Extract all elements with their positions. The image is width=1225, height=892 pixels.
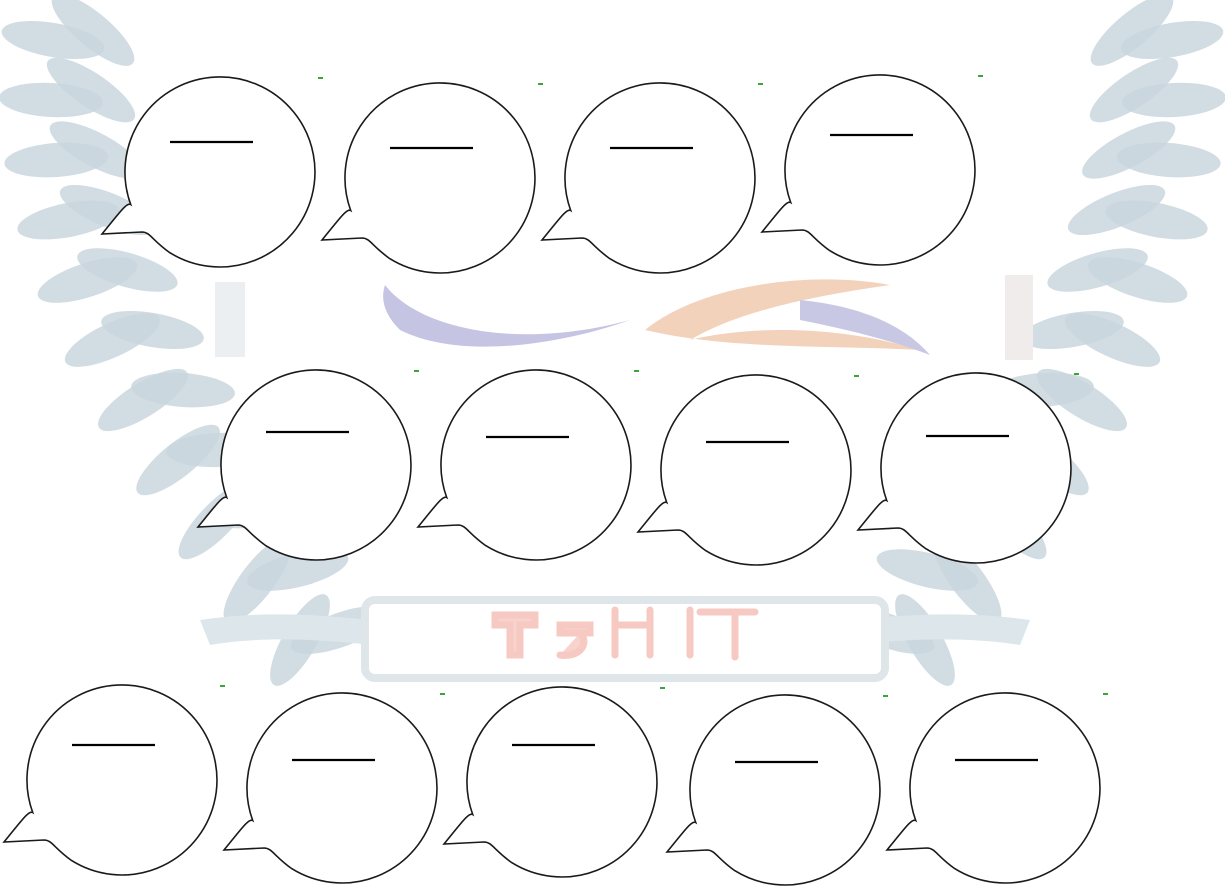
speech-bubble[interactable] xyxy=(762,75,983,265)
speech-bubble-outline xyxy=(858,373,1071,563)
green-speck xyxy=(660,687,665,689)
speech-bubble[interactable] xyxy=(322,83,543,273)
orange-swoosh xyxy=(645,279,920,350)
green-speck xyxy=(220,685,225,687)
speech-bubble[interactable] xyxy=(418,370,639,560)
speech-bubble-outline xyxy=(224,693,437,883)
watermark-right-mark xyxy=(1005,275,1033,360)
speech-bubble-outline xyxy=(444,687,657,877)
speech-bubble-outline xyxy=(667,695,880,885)
green-speck xyxy=(1074,373,1079,375)
watermark-plaque xyxy=(365,600,885,678)
speech-bubble-outline xyxy=(542,83,755,273)
speech-bubble-outline xyxy=(102,77,315,267)
speech-bubble[interactable] xyxy=(444,687,665,877)
speech-bubble[interactable] xyxy=(542,83,763,273)
speech-bubble[interactable] xyxy=(638,375,859,565)
speech-bubble-outline xyxy=(4,685,217,875)
speech-bubble[interactable] xyxy=(887,693,1108,883)
speech-bubble-outline xyxy=(887,693,1100,883)
green-speck xyxy=(318,77,323,79)
speech-bubble[interactable] xyxy=(667,695,888,885)
speech-bubble-outline xyxy=(418,370,631,560)
green-speck xyxy=(883,695,888,697)
speech-bubble[interactable] xyxy=(224,693,445,883)
green-speck xyxy=(440,693,445,695)
green-speck xyxy=(538,83,543,85)
green-speck xyxy=(414,370,419,372)
speech-bubble[interactable] xyxy=(102,77,323,267)
blue-swoosh xyxy=(383,285,630,347)
speech-bubble-outline xyxy=(322,83,535,273)
speech-bubble[interactable] xyxy=(4,685,225,875)
green-speck xyxy=(1103,693,1108,695)
green-speck xyxy=(978,75,983,77)
green-speck xyxy=(854,375,859,377)
speech-bubble-outline xyxy=(762,75,975,265)
green-speck xyxy=(634,370,639,372)
watermark-left-mark xyxy=(215,282,245,357)
green-speck xyxy=(758,83,763,85)
speech-bubble-outline xyxy=(638,375,851,565)
